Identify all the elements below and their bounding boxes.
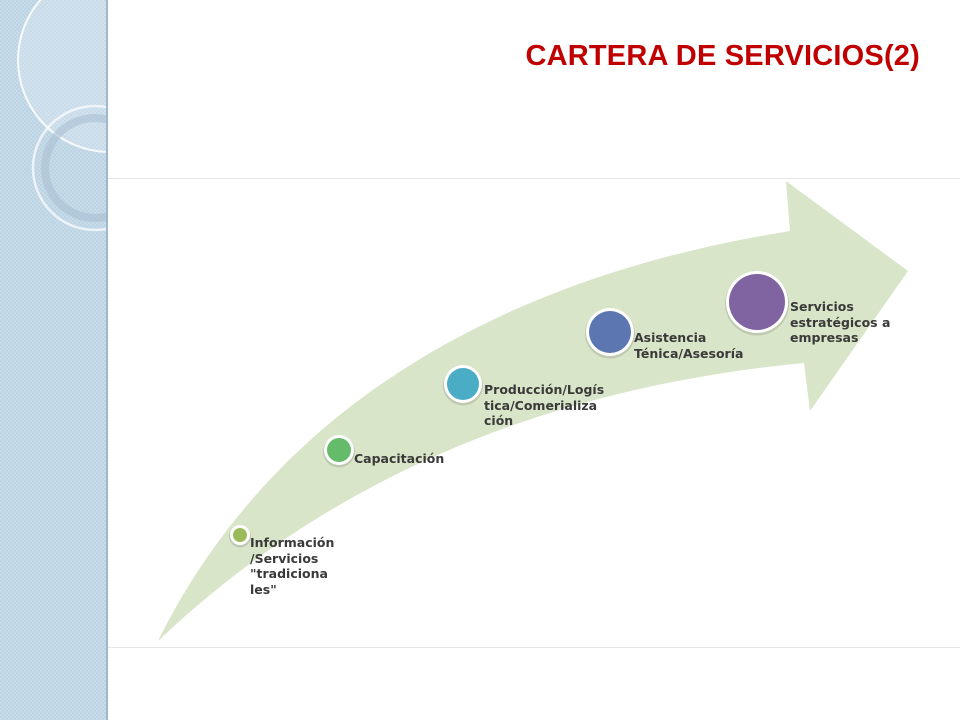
step-label-capacitacion: Capacitación	[354, 451, 445, 466]
step-label-servicios: Servicios estratégicos a empresas	[790, 299, 891, 345]
step-label-informacion: Información /Servicios "tradiciona les"	[250, 535, 335, 597]
step-label-asistencia: Asistencia Ténica/Asesoría	[634, 330, 744, 361]
slide-title: CARTERA DE SERVICIOS(2)	[525, 40, 920, 72]
step-label-produccion: Producción/Logís tica/Comerializa ción	[484, 382, 605, 428]
step-marker-informacion	[233, 528, 247, 542]
step-marker-asistencia	[589, 311, 631, 353]
step-markers	[229, 271, 789, 548]
step-marker-servicios	[729, 274, 785, 330]
diagram-frame: Información /Servicios "tradiciona les" …	[108, 178, 960, 648]
decorative-side-band	[0, 0, 108, 720]
decorative-circles	[17, 0, 106, 232]
step-marker-capacitacion	[327, 438, 351, 462]
process-arrow-shape	[158, 181, 908, 641]
step-marker-produccion	[447, 368, 479, 400]
diagram-canvas	[158, 181, 908, 641]
